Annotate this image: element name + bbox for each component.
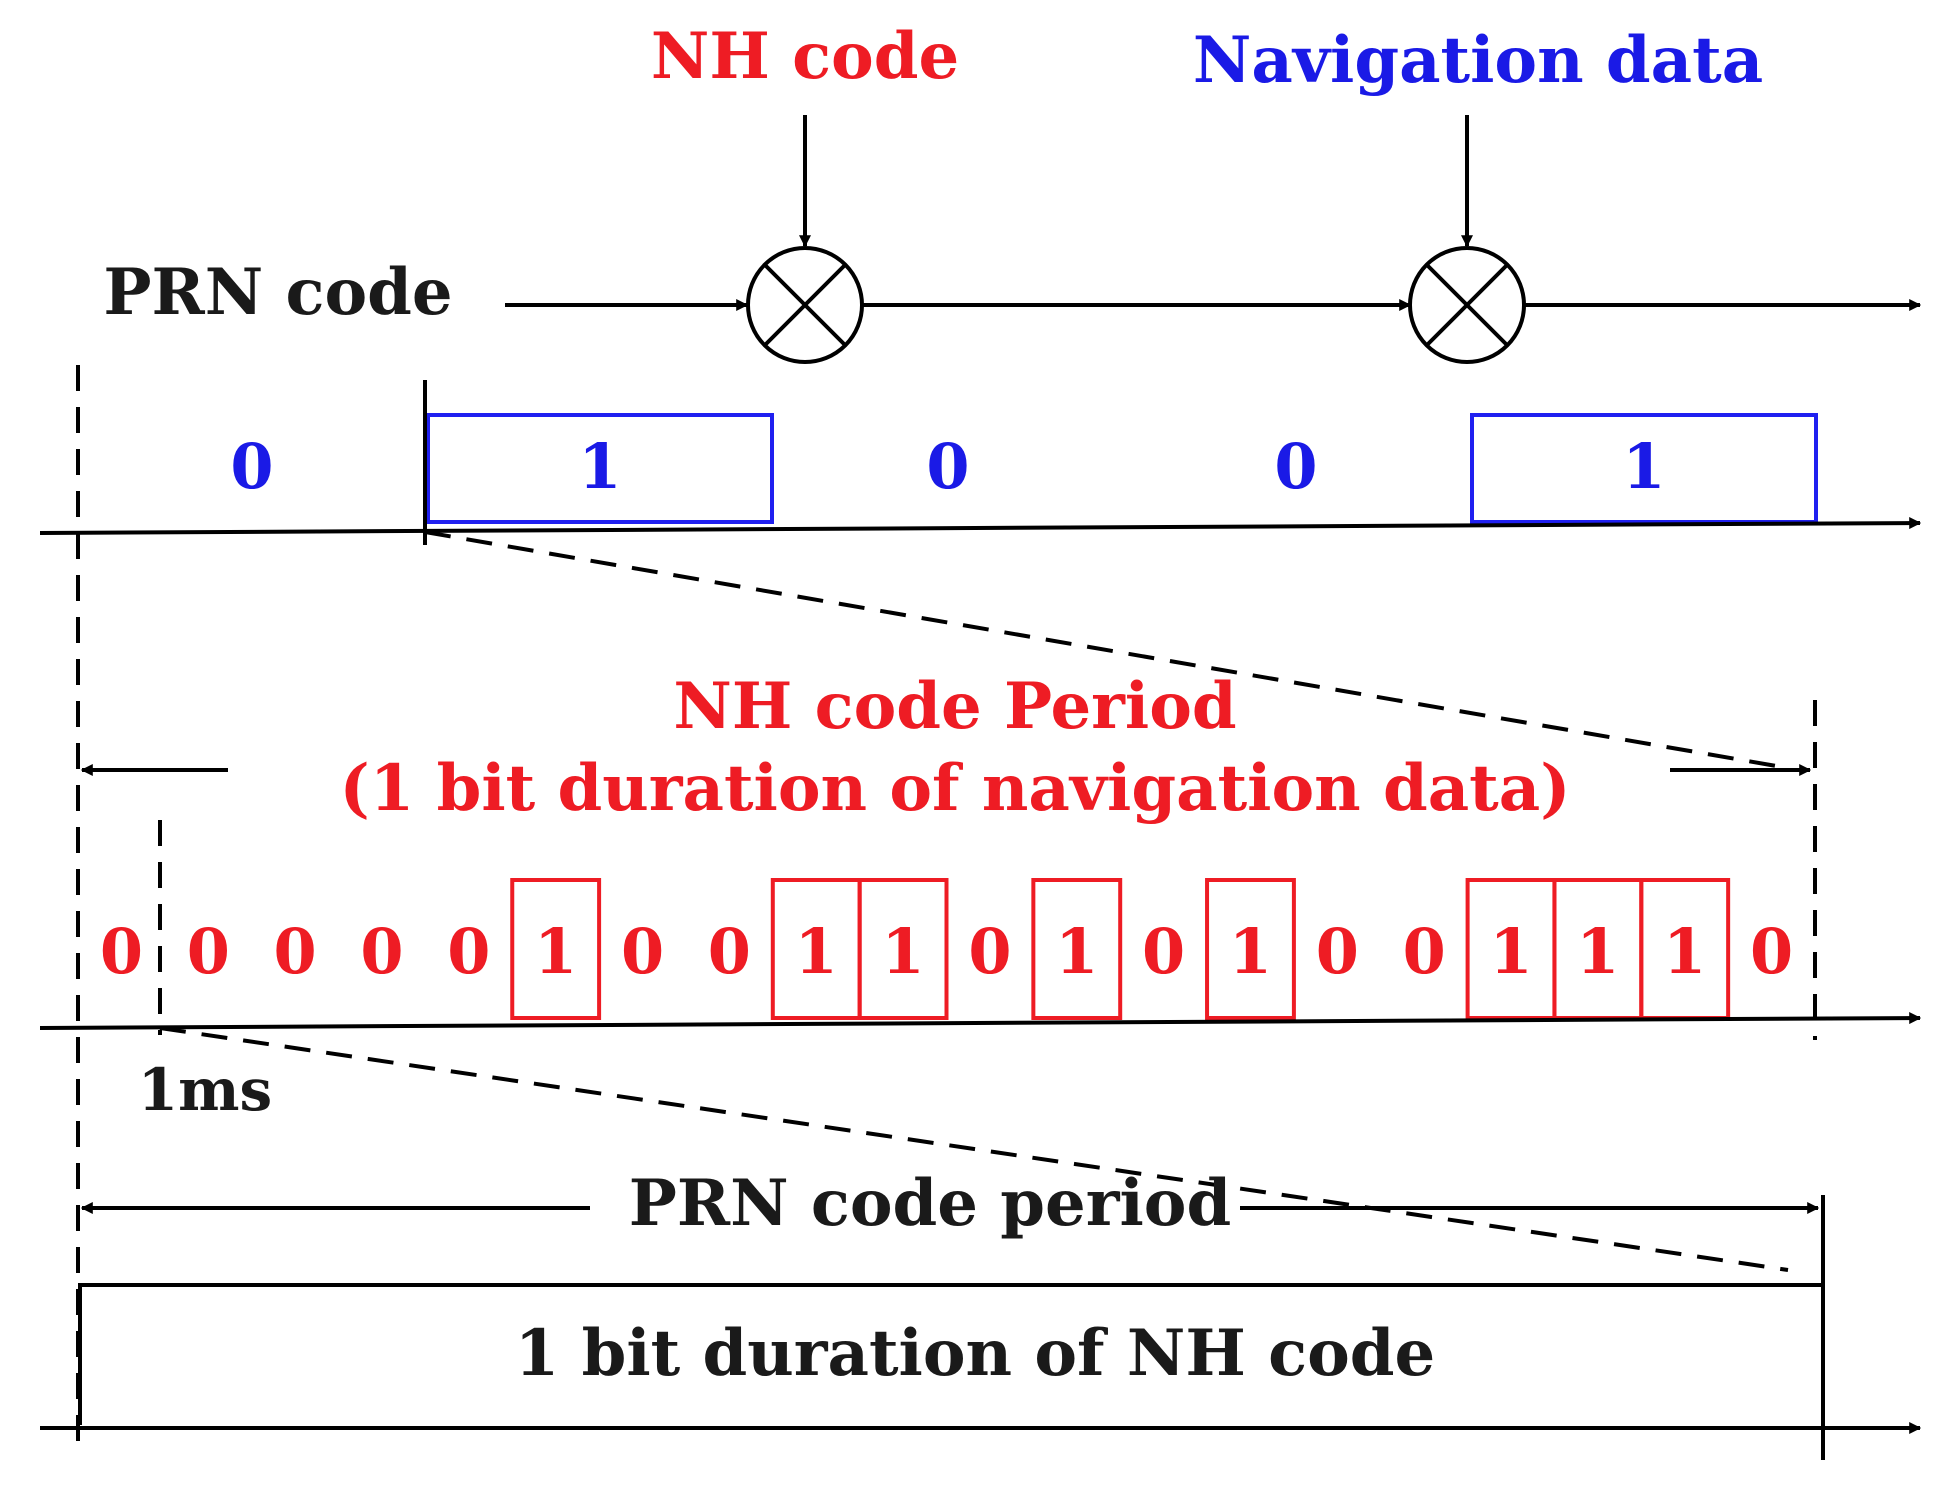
nh-bit-value: 1 [1576,915,1619,988]
nav-bit-projection-dashed [424,530,1789,770]
navigation-bit-value: 1 [578,430,621,503]
nh-bit-box [1031,878,1123,1020]
navigation-bit-value: 0 [1274,430,1317,503]
nh-bit-value: 0 [621,915,664,988]
navigation-bit-value: 0 [230,430,273,503]
nh-bit-value: 0 [274,915,317,988]
nh-bit-box [857,878,949,1020]
nh-bit-value: 1 [1489,915,1532,988]
nh-bit-box [1205,878,1296,1020]
nh-time-axis [39,1012,1922,1030]
navigation-time-axis [39,517,1922,535]
nh-bit-value: 0 [1142,915,1185,988]
nh-bit-value: 0 [1403,915,1446,988]
nh-bit-value: 0 [447,915,490,988]
nh-bit-box [510,878,602,1020]
nh-bit-duration-label: 1 bit duration of NH code [515,1316,1435,1391]
nh-bit-value: 1 [882,915,925,988]
navigation-bit-box [1470,413,1818,524]
prn-code-label: PRN code [103,255,452,330]
nh-bit-value: 1 [795,915,838,988]
nh-bit-value: 1 [534,915,577,988]
navigation-bit-value: 0 [926,430,969,503]
nh-code-label: NH code [651,19,959,94]
nh-code-period-sublabel: (1 bit duration of navigation data) [340,751,1571,826]
nh-bit-value: 1 [1055,915,1098,988]
nh-bit-value: 0 [100,915,143,988]
navigation-data-label: Navigation data [1193,23,1763,98]
nh-bit-value: 1 [1663,915,1706,988]
nh-bit-value: 0 [360,915,403,988]
nh-bit-value: 0 [187,915,230,988]
nh-bit-value: 0 [968,915,1011,988]
nh-bit-value: 0 [1750,915,1793,988]
navigation-bit-value: 1 [1622,430,1665,503]
navigation-bits-row: 0 1 0 0 1 [230,413,1818,524]
navigation-multiplier-icon [1408,246,1526,364]
one-ms-label: 1ms [138,1056,272,1124]
nh-bit-value: 1 [1229,915,1272,988]
navigation-bit-box [426,413,774,524]
prn-code-period-label: PRN code period [629,1166,1231,1241]
nh-bit-value: 0 [708,915,751,988]
nh-multiplier-icon [746,246,864,364]
nh-code-period-label: NH code Period [673,669,1236,744]
nh-bit-value: 0 [1316,915,1359,988]
prn-period-projection-dashed [159,1026,1789,1272]
nh-bit-duration-box [78,1283,1825,1425]
